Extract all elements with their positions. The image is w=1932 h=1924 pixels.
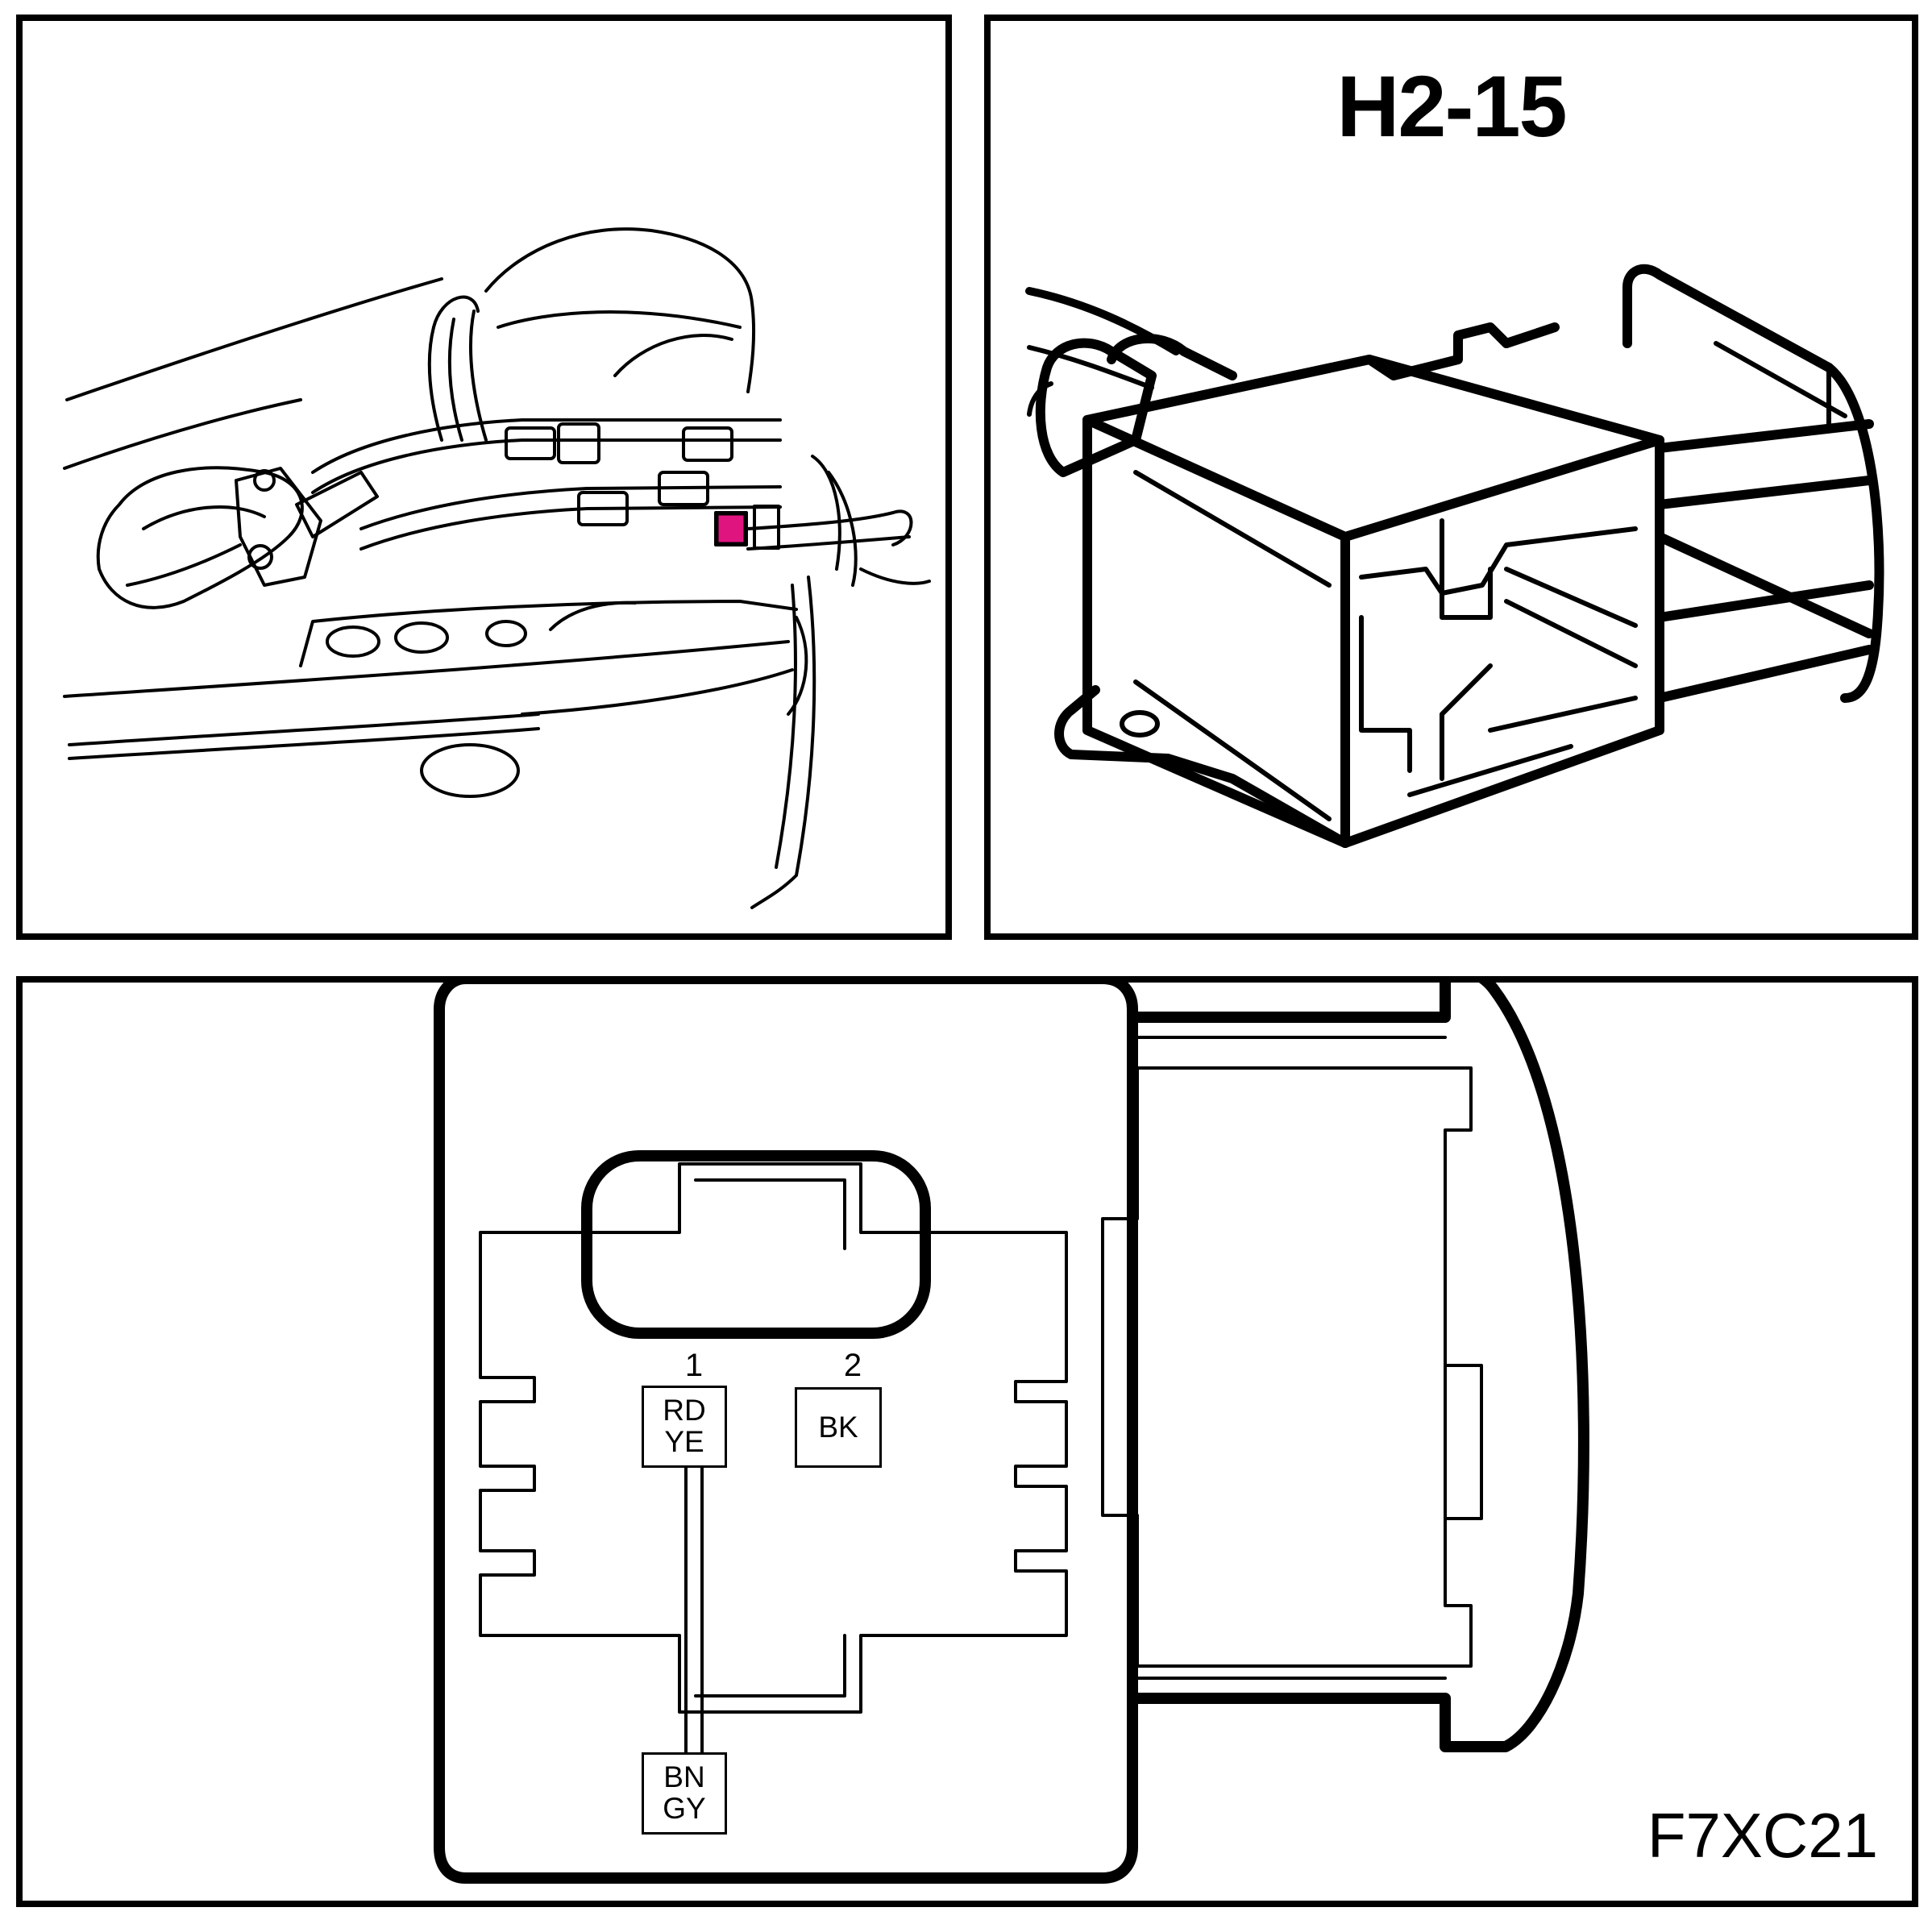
harness-wire-color: BN GY <box>642 1752 727 1835</box>
figure-code: F7XC21 <box>1647 1800 1878 1871</box>
pin-1-color-stripe: YE <box>664 1425 704 1458</box>
engine-locator-drawing <box>63 227 931 909</box>
locator-panel <box>16 15 952 940</box>
pin-number-1: 1 <box>684 1348 704 1383</box>
pin-number-2: 2 <box>843 1348 862 1383</box>
pin-2-wire-color: BK <box>795 1387 882 1468</box>
highlighted-connector-marker <box>716 513 746 545</box>
harness-color-primary: BN <box>663 1760 705 1794</box>
connector-id: H2-15 <box>1336 57 1567 155</box>
connector-face-drawing <box>434 983 1589 1884</box>
pin-1-wire-color: RD YE <box>642 1386 727 1468</box>
pin-2-color-primary: BK <box>818 1410 858 1444</box>
connector-face-panel: 1 2 RD YE BK BN GY F7XC21 <box>16 976 1918 1907</box>
pin-1-color-primary: RD <box>663 1394 706 1427</box>
connector-view-panel: H2-15 <box>984 15 1918 940</box>
connector-isometric-drawing <box>1025 264 1884 848</box>
harness-color-stripe: GY <box>663 1792 706 1825</box>
highlighted-connector <box>716 513 746 545</box>
